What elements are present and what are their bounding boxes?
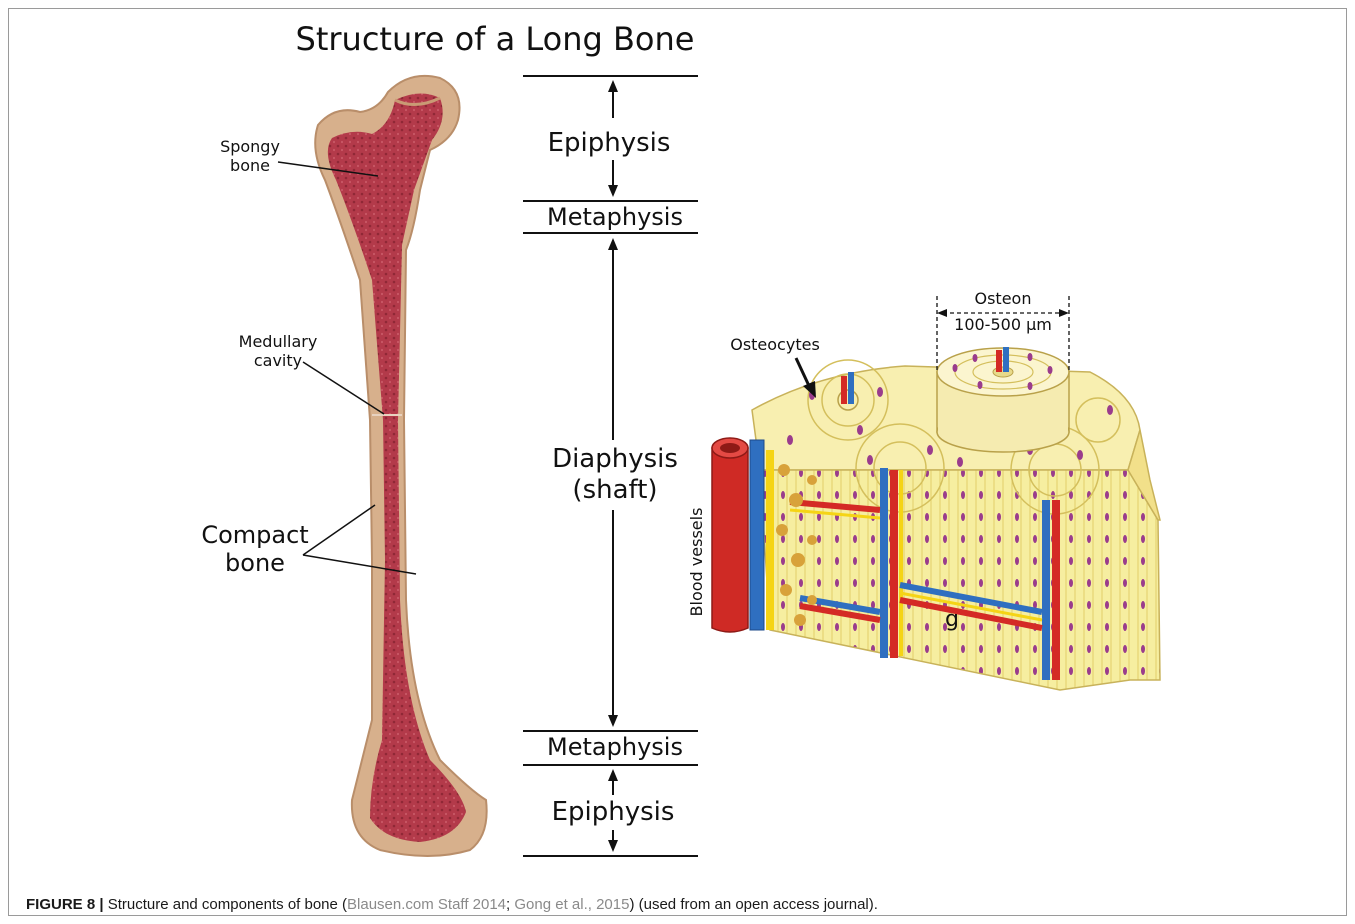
- caption-text-2: ) (used from an open access journal).: [629, 896, 877, 913]
- osteon-label: Osteon: [975, 289, 1032, 308]
- spongy-bone-label-1: Spongy: [220, 137, 280, 156]
- osteocytes-pointer: [796, 358, 810, 388]
- osteon-block-illustration: [712, 347, 1160, 690]
- metaphysis-bottom-label: Metaphysis: [547, 733, 683, 761]
- figure-caption: FIGURE 8 | Structure and components of b…: [26, 896, 878, 913]
- caption-ref-gong[interactable]: Gong et al., 2015: [514, 896, 629, 913]
- epiphysis-top-label: Epiphysis: [548, 128, 671, 158]
- osteocytes-label: Osteocytes: [730, 335, 820, 354]
- epiphysis-bottom-label: Epiphysis: [552, 797, 675, 827]
- compact-bone-label-2: bone: [225, 549, 285, 577]
- diaphysis-label-1: Diaphysis: [552, 444, 678, 474]
- compact-bone-pointer-1: [303, 505, 375, 555]
- caption-ref-blausen[interactable]: Blausen.com Staff 2014: [347, 896, 506, 913]
- compact-bone-label-1: Compact: [201, 521, 308, 549]
- osteon-arrow-left: [937, 309, 947, 317]
- medullary-cavity-label-2: cavity: [254, 351, 302, 370]
- diaphysis-label-2: (shaft): [572, 475, 657, 505]
- osteon-size-label: 100-500 µm: [954, 315, 1052, 334]
- osteon-cylinder: [937, 347, 1069, 452]
- g-label: g: [945, 607, 959, 632]
- blood-vessels-label: Blood vessels: [687, 508, 706, 617]
- diagram-title: Structure of a Long Bone: [296, 20, 695, 58]
- caption-text-1: Structure and components of bone (: [104, 896, 347, 913]
- caption-figure-number: FIGURE 8 |: [26, 896, 104, 913]
- spongy-bone-label-2: bone: [230, 156, 270, 175]
- medullary-cavity-label-1: Medullary: [239, 332, 318, 351]
- metaphysis-top-label: Metaphysis: [547, 203, 683, 231]
- osteon-arrow-right: [1059, 309, 1069, 317]
- bone-marrow: [328, 93, 466, 842]
- femur-illustration: [315, 76, 486, 856]
